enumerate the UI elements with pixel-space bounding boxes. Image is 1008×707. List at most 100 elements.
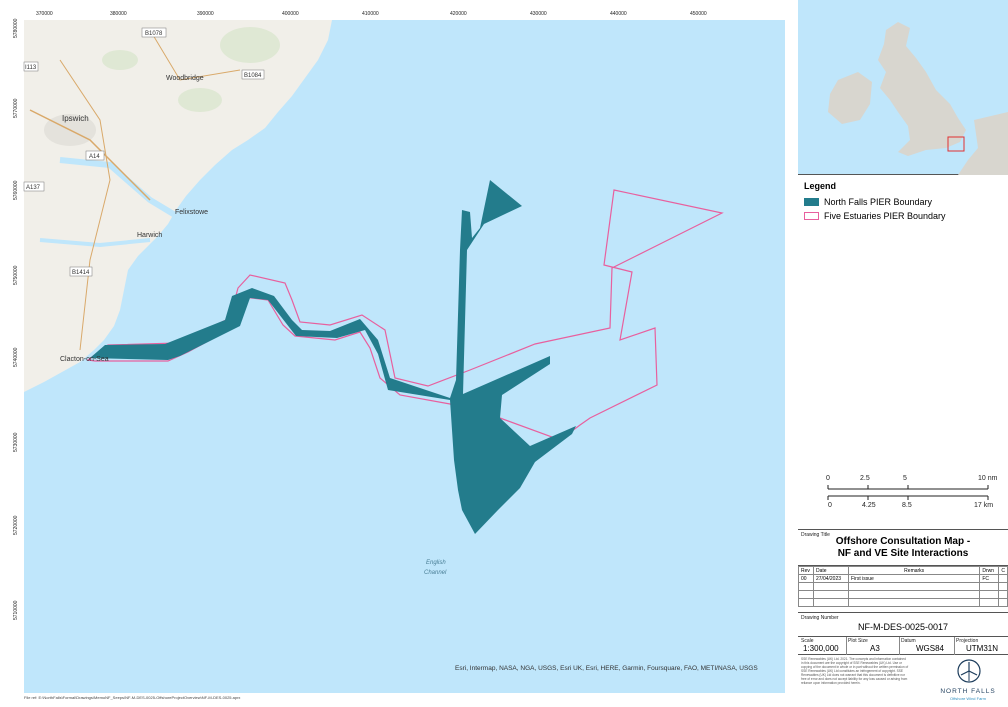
land-area	[24, 20, 332, 392]
legend-swatch	[804, 212, 819, 220]
tick-left: 5720000	[13, 515, 19, 535]
road-label: B1078	[145, 31, 163, 37]
overview-map-canvas	[828, 22, 1008, 175]
rev-header: Drwn	[979, 566, 1000, 575]
overview-map[interactable]	[798, 0, 1008, 175]
datum-value: WGS84	[916, 644, 945, 653]
tick-top: 400000	[282, 11, 299, 17]
map-attribution: Esri, Intermap, NASA, NGA, USGS, Esri UK…	[455, 665, 758, 672]
rev-cell	[998, 574, 1008, 583]
side-panel: Legend North Falls PIER Boundary Five Es…	[798, 0, 1008, 702]
copyright-text: SSE Renewables (UK) Ltd. 2021. The conce…	[801, 657, 909, 685]
tick-left: 5750000	[13, 265, 19, 285]
estuary	[39, 238, 151, 248]
drawing-title: Offshore Consultation Map - NF and VE Si…	[798, 536, 1008, 560]
tick-left: 5780000	[13, 18, 19, 38]
projection-label: Projection	[956, 638, 979, 644]
legend-item-north-falls: North Falls PIER Boundary	[804, 197, 932, 207]
tick-left: 5730000	[13, 432, 19, 452]
location-box	[947, 136, 965, 152]
place-label: Clacton-on-Sea	[60, 356, 109, 363]
europe-mainland	[958, 112, 1008, 175]
drawing-title-block: Drawing Title Offshore Consultation Map …	[798, 530, 1008, 566]
rev-cell: 00	[798, 574, 814, 583]
turbine-logo-icon	[957, 659, 981, 683]
place-label: Felixstowe	[175, 209, 208, 216]
sea-label: Channel	[424, 570, 447, 576]
tick-top: 420000	[450, 11, 467, 17]
scale-nm-label: 0	[826, 475, 830, 482]
rev-cell: First issue	[847, 574, 981, 583]
woodland	[102, 50, 138, 70]
scale-nm-label: 5	[903, 475, 907, 482]
tick-top: 410000	[362, 11, 379, 17]
scale-bar: 0 2.5 5 10 nm 0 4.25 8.5 17 km	[826, 475, 998, 509]
rev-header: Date	[813, 566, 849, 575]
legend: Legend North Falls PIER Boundary Five Es…	[798, 175, 1008, 530]
north-falls-boundary[interactable]	[90, 180, 576, 534]
road	[59, 59, 111, 351]
revision-grid: Rev Date Remarks Drwn C 00 27/04/2023 Fi…	[798, 566, 1008, 607]
tick-top: 370000	[36, 11, 53, 17]
road-label: B1084	[244, 73, 262, 79]
scale-km-label: 8.5	[902, 502, 912, 509]
legend-label: North Falls PIER Boundary	[824, 197, 933, 207]
tick-top: 440000	[610, 11, 627, 17]
scale-km-label: 4.25	[862, 502, 876, 509]
tick-left: 5740000	[13, 347, 19, 367]
map-properties: Scale 1:300,000 Plot Size A3 Datum WGS84…	[798, 637, 1008, 655]
scale-km-label: 17 km	[974, 502, 993, 509]
copyright-block: SSE Renewables (UK) Ltd. 2021. The conce…	[798, 655, 1008, 702]
road-label: I113	[25, 65, 37, 71]
scale-nm-label: 2.5	[860, 475, 870, 482]
scale-value: 1:300,000	[803, 644, 839, 653]
rev-cell: FC	[979, 574, 1000, 583]
rev-cell: 27/04/2023	[813, 574, 849, 583]
place-label: Ipswich	[62, 114, 89, 123]
drawing-title-line: Offshore Consultation Map -	[835, 536, 971, 547]
tick-top: 380000	[110, 11, 127, 17]
tick-top: 430000	[530, 11, 547, 17]
drawing-number-label: Drawing Number	[801, 615, 839, 621]
projection-value: UTM31N	[966, 644, 999, 653]
drawing-number: NF-M-DES-0025-0017	[857, 622, 949, 632]
brand-subtitle: Offshore Wind Farm	[950, 696, 986, 701]
revision-table: Rev Date Remarks Drwn C 00 27/04/2023 Fi…	[798, 566, 1008, 613]
estuary	[59, 157, 177, 218]
legend-swatch	[804, 198, 819, 206]
map-panel[interactable]: 370000 380000 390000 400000 410000 42000…	[0, 0, 797, 702]
drawing-title-line: NF and VE Site Interactions	[837, 548, 969, 559]
datum-label: Datum	[901, 638, 916, 644]
tick-top: 390000	[197, 11, 214, 17]
ireland	[828, 72, 872, 124]
legend-label: Five Estuaries PIER Boundary	[824, 211, 946, 221]
scale-nm-label: 10 nm	[978, 475, 998, 482]
file-reference: File ref: E:\NorthFalls\Formal\Drawings\…	[24, 695, 241, 700]
rev-header: Rev	[798, 566, 814, 575]
place-label: Harwich	[137, 232, 162, 239]
five-estuaries-boundary[interactable]	[86, 189, 724, 441]
place-label: Woodbridge	[166, 75, 204, 82]
tick-left: 5710000	[13, 600, 19, 620]
drawing-number-block: Drawing Number NF-M-DES-0025-0017	[798, 613, 1008, 637]
road-label: A137	[26, 185, 41, 191]
legend-title: Legend	[804, 181, 837, 191]
tick-left: 5760000	[13, 180, 19, 200]
great-britain	[878, 22, 966, 156]
tick-left: 5770000	[13, 98, 19, 118]
woodland	[220, 27, 280, 63]
woodland	[178, 88, 222, 112]
map-canvas[interactable]: 370000 380000 390000 400000 410000 42000…	[0, 0, 797, 702]
drawing-title-label: Drawing Title	[801, 532, 830, 538]
road	[29, 109, 151, 201]
road-label: B1414	[72, 270, 90, 276]
rev-header: Remarks	[847, 566, 981, 575]
plot-size-value: A3	[870, 644, 880, 653]
rev-header: C	[998, 566, 1008, 575]
plot-size-label: Plot Size	[848, 638, 868, 644]
brand-name: NORTH FALLS	[940, 688, 996, 695]
tick-top: 450000	[690, 11, 707, 17]
road-label: A14	[89, 154, 100, 160]
road	[149, 29, 241, 81]
scale-km-label: 0	[828, 502, 832, 509]
